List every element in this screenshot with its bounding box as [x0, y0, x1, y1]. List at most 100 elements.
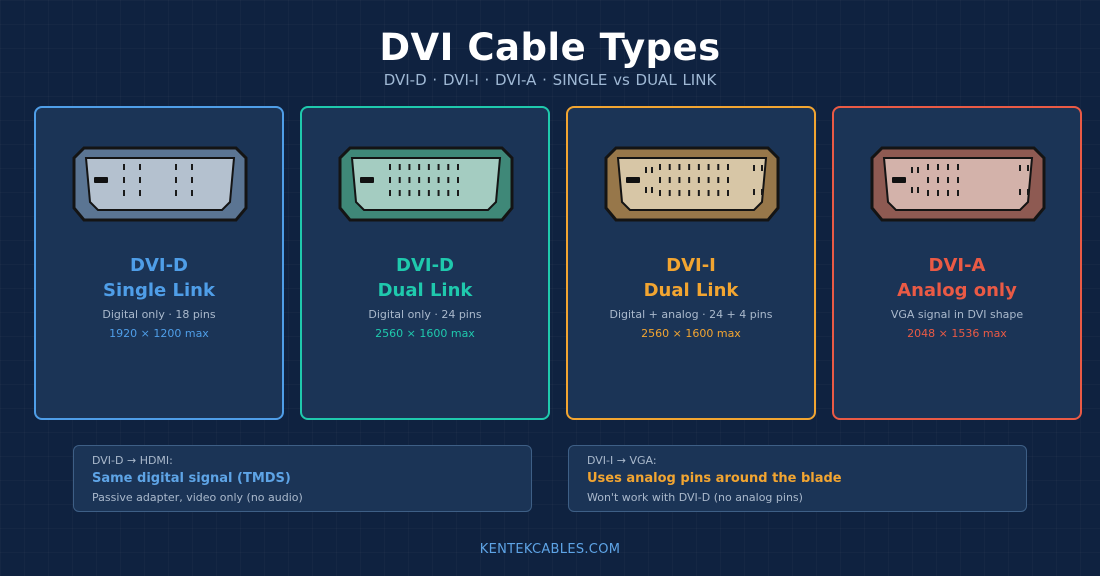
- flat-blade: [360, 177, 374, 183]
- connector-face: [616, 157, 768, 211]
- pin: [408, 164, 411, 170]
- pin: [447, 164, 450, 170]
- pin: [175, 190, 177, 196]
- pin: [668, 164, 671, 170]
- pin: [427, 164, 430, 170]
- pin: [457, 177, 459, 183]
- pin: [761, 189, 763, 195]
- card-title: DVI-A Analog only: [834, 253, 1080, 303]
- dvi-connector-icon: [870, 146, 1046, 222]
- pin: [937, 190, 939, 196]
- card-type: DVI-D: [396, 255, 454, 276]
- pin: [659, 164, 661, 170]
- analog-pin: [917, 187, 919, 193]
- analog-pin: [645, 167, 647, 173]
- card-resolution: 2560 × 1600 max: [375, 327, 475, 340]
- flat-blade: [892, 177, 906, 183]
- pin: [761, 165, 763, 171]
- pin: [389, 190, 391, 196]
- card-title: DVI-D Dual Link: [302, 253, 548, 303]
- note-headline: Same digital signal (TMDS): [92, 471, 291, 486]
- analog-pin: [651, 187, 653, 193]
- pin: [408, 177, 411, 183]
- card-dvi-i-dual-link: DVI-I Dual Link Digital + analog · 24 + …: [566, 106, 816, 420]
- analog-pin: [917, 167, 919, 173]
- dvi-connector-icon: [338, 146, 514, 222]
- note-label: DVI-I → VGA:: [587, 454, 657, 467]
- pin: [139, 164, 141, 170]
- card-resolution: 2048 × 1536 max: [907, 327, 1007, 340]
- pin: [389, 164, 391, 170]
- pin: [688, 177, 691, 183]
- pin: [678, 164, 681, 170]
- analog-pin: [651, 167, 653, 173]
- card-description: VGA signal in DVI shape: [890, 308, 1024, 321]
- card-type: DVI-D: [130, 255, 188, 276]
- pin: [753, 165, 755, 171]
- pin: [927, 177, 929, 183]
- pin: [139, 177, 141, 183]
- pin: [717, 177, 720, 183]
- pin: [398, 190, 401, 196]
- pin: [688, 164, 691, 170]
- card-title: DVI-I Dual Link: [568, 253, 814, 303]
- card-description: Digital only · 24 pins: [368, 308, 482, 321]
- pin: [659, 190, 661, 196]
- card-description: Digital + analog · 24 + 4 pins: [609, 308, 773, 321]
- pin: [418, 164, 421, 170]
- pin: [717, 190, 720, 196]
- pin: [175, 177, 177, 183]
- note-detail: Passive adapter, video only (no audio): [92, 491, 303, 504]
- dvi-connector-icon: [604, 146, 780, 222]
- pin: [191, 190, 193, 196]
- pin: [957, 164, 959, 170]
- pin: [668, 190, 671, 196]
- pin: [1027, 189, 1029, 195]
- card-dvi-d-single-link: DVI-D Single Link Digital only · 18 pins…: [34, 106, 284, 420]
- pin: [727, 164, 729, 170]
- pin: [957, 177, 959, 183]
- pin: [688, 190, 691, 196]
- pin: [191, 164, 193, 170]
- analog-pin: [645, 187, 647, 193]
- page-subtitle: DVI-D · DVI-I · DVI-A · SINGLE vs DUAL L…: [383, 71, 717, 89]
- pin: [447, 177, 450, 183]
- card-link: Dual Link: [377, 280, 473, 301]
- pin: [457, 190, 459, 196]
- pin: [389, 177, 391, 183]
- pin: [447, 190, 450, 196]
- card-description: Digital only · 18 pins: [102, 308, 216, 321]
- note-dvi-i-to-vga: DVI-I → VGA: Uses analog pins around the…: [568, 445, 1027, 512]
- pin: [418, 177, 421, 183]
- pin: [937, 177, 939, 183]
- pin: [123, 177, 125, 183]
- card-resolution: 2560 × 1600 max: [641, 327, 741, 340]
- dvi-connector-icon: [72, 146, 248, 222]
- pin: [123, 190, 125, 196]
- pin: [398, 177, 401, 183]
- pin: [947, 190, 949, 196]
- pin: [139, 190, 141, 196]
- card-title: DVI-D Single Link: [36, 253, 282, 303]
- pin: [707, 164, 710, 170]
- pin: [659, 177, 661, 183]
- analog-pin: [911, 187, 913, 193]
- pin: [927, 164, 929, 170]
- connector-face: [84, 157, 236, 211]
- pin: [418, 190, 421, 196]
- pin: [457, 164, 459, 170]
- note-detail: Won't work with DVI-D (no analog pins): [587, 491, 803, 504]
- note-label: DVI-D → HDMI:: [92, 454, 173, 467]
- pin: [947, 177, 949, 183]
- pin: [727, 177, 729, 183]
- pin: [437, 190, 440, 196]
- pin: [668, 177, 671, 183]
- pin: [1019, 165, 1021, 171]
- page-title: DVI Cable Types: [379, 26, 721, 69]
- footer-website: KENTEKCABLES.COM: [479, 542, 621, 557]
- pin: [123, 164, 125, 170]
- card-type: DVI-I: [666, 255, 716, 276]
- card-dvi-a-analog: DVI-A Analog only VGA signal in DVI shap…: [832, 106, 1082, 420]
- pin: [707, 190, 710, 196]
- flat-blade: [94, 177, 108, 183]
